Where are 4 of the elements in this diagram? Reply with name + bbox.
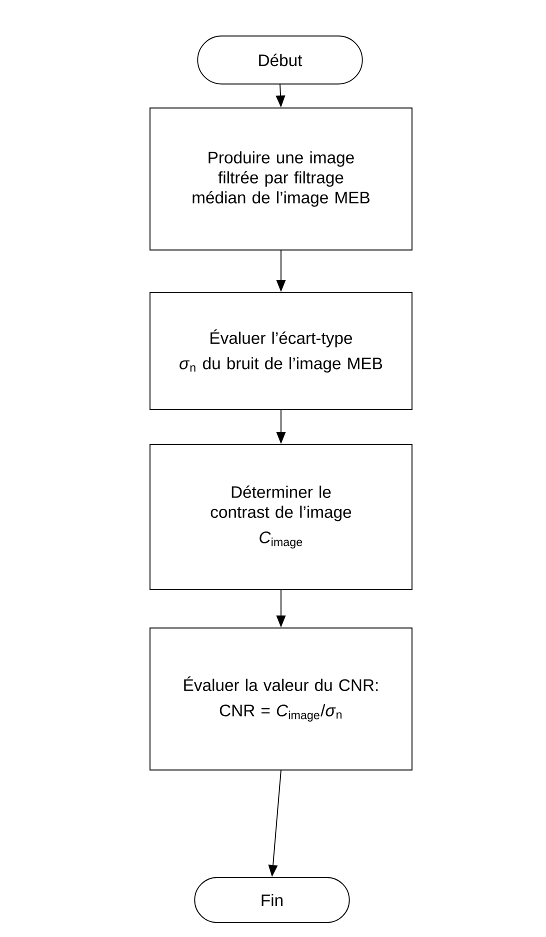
process-box: Produire une image filtrée par filtrage médian de l’image MEB [150,108,412,250]
process-box: Évaluer la valeur du CNR: CNR = C$_{image}$/σ$_{n}$ [150,628,412,770]
process-box: Évaluer l’écart-type σ$_{n}$ du bruit de l’image MEB [150,292,412,410]
process-box: Déterminer le contrast de l’image C$_{image}$ [150,444,412,590]
